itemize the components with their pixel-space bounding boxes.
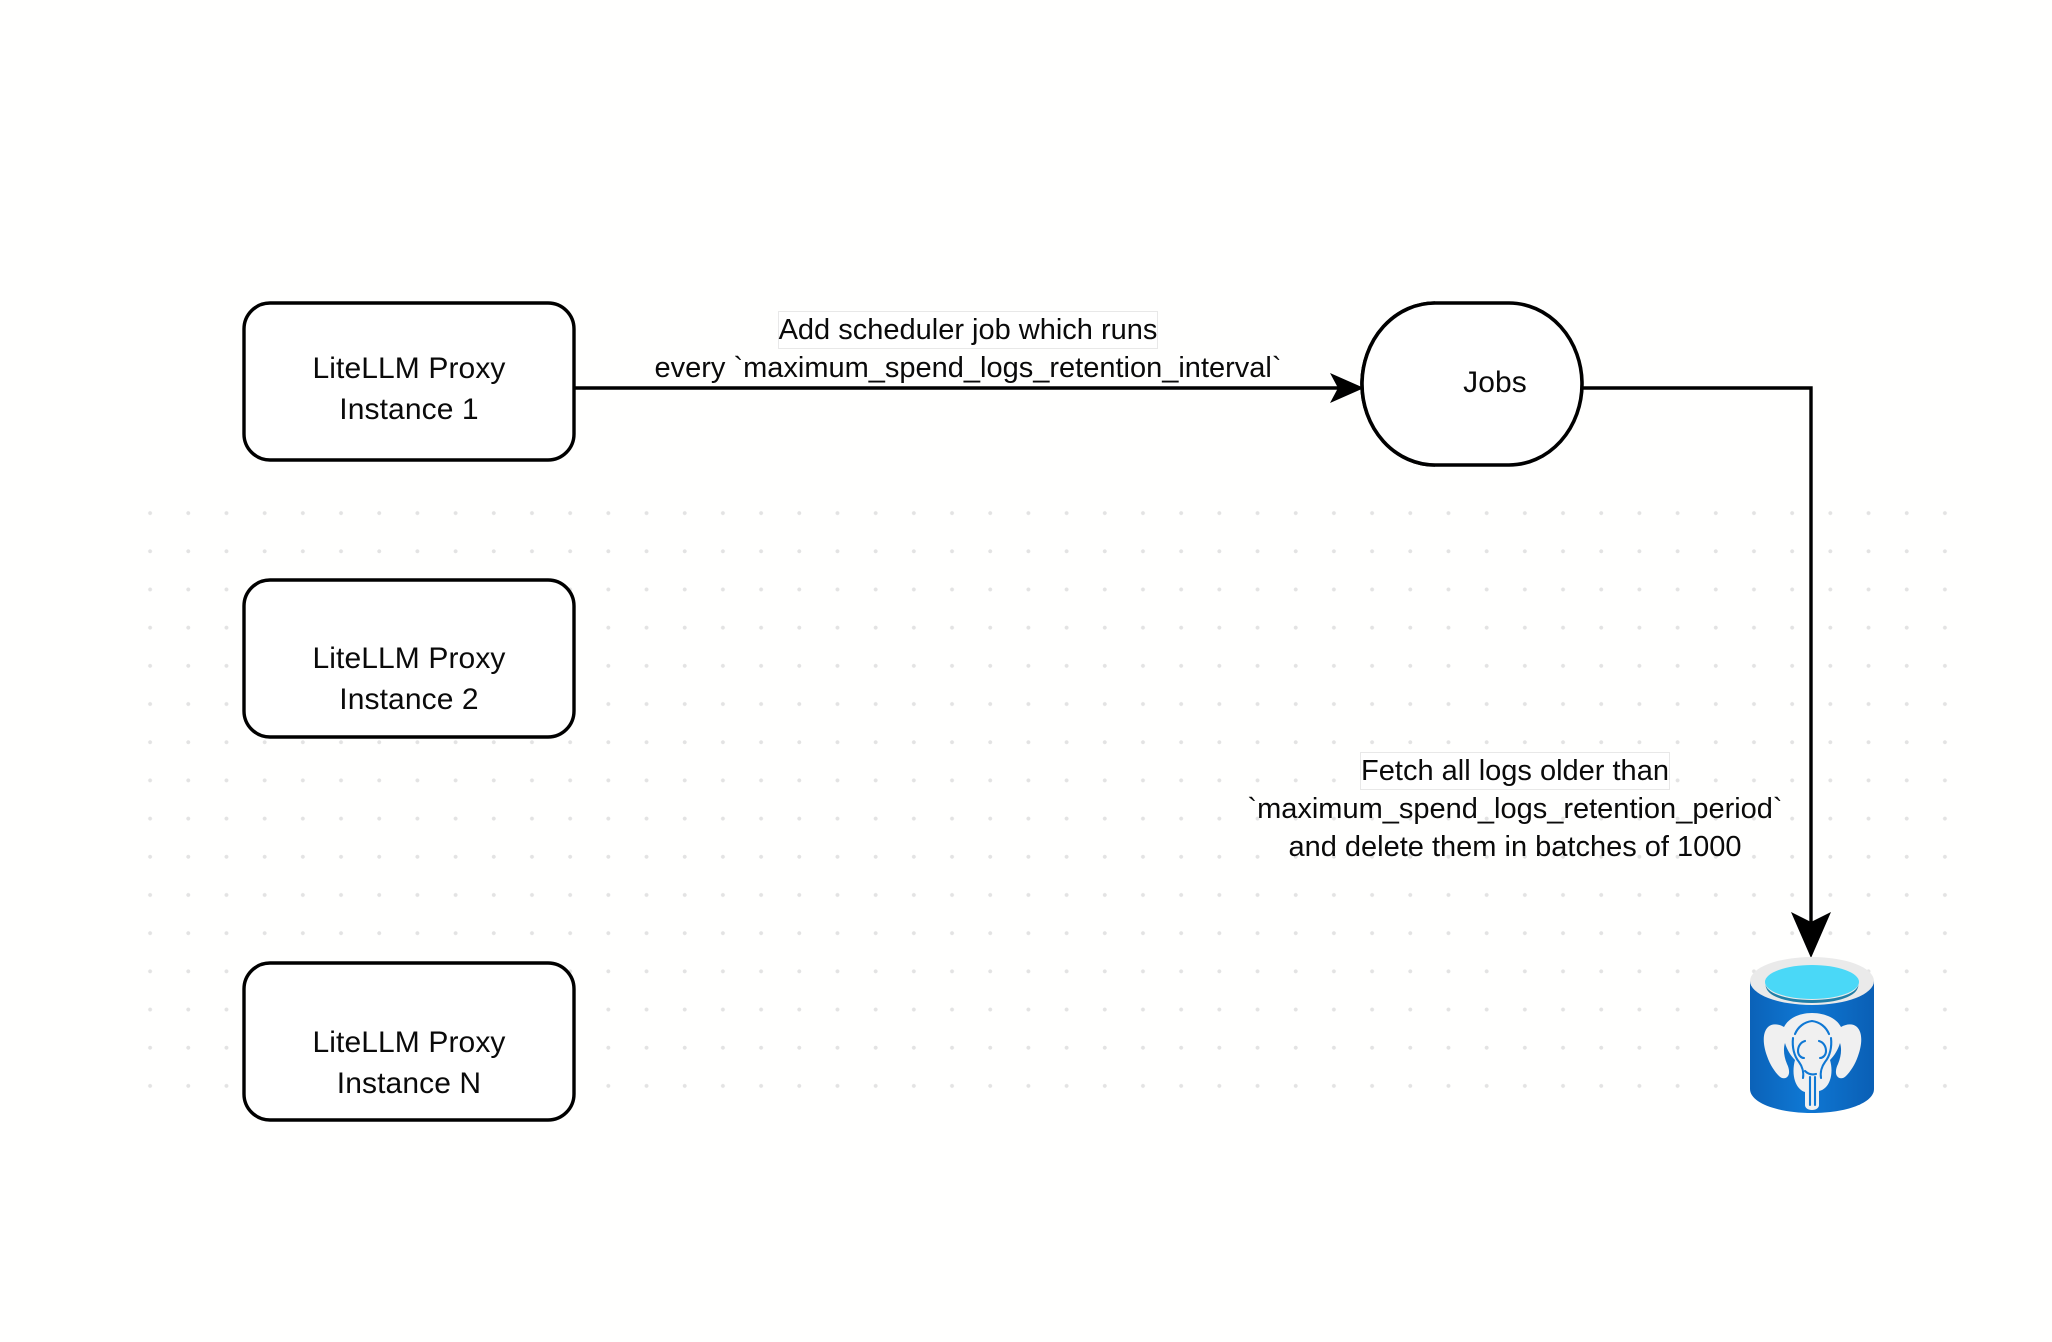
node-jobs-cylinder[interactable] [1360,301,1584,467]
postgresql-database-icon[interactable] [1748,955,1876,1115]
arrow-head-to-postgres [1791,912,1831,958]
edge-label-scheduler-line2: every `maximum_spend_logs_retention_inte… [654,352,1282,384]
edge-label-fetch-line2: `maximum_spend_logs_retention_period` [1247,793,1783,825]
node-proxy-instance-2[interactable] [242,578,576,739]
arrow-head-to-jobs [1330,373,1364,403]
edge-label-scheduler: Add scheduler job which runs every `maxi… [598,311,1338,387]
edge-instance1-to-jobs [574,373,1364,403]
edge-label-scheduler-line1: Add scheduler job which runs [777,311,1159,349]
edge-jobs-to-postgres [1582,386,1831,958]
elephant-detail-strokes [1791,1019,1833,1107]
edge-label-fetch: Fetch all logs older than `maximum_spend… [1225,752,1805,866]
node-proxy-instance-1[interactable] [242,301,576,462]
edge-label-fetch-line3: and delete them in batches of 1000 [1288,831,1742,863]
edge-label-fetch-line1: Fetch all logs older than [1360,752,1670,790]
node-proxy-instance-n[interactable] [242,961,576,1122]
elephant-glyph [1763,1013,1862,1110]
